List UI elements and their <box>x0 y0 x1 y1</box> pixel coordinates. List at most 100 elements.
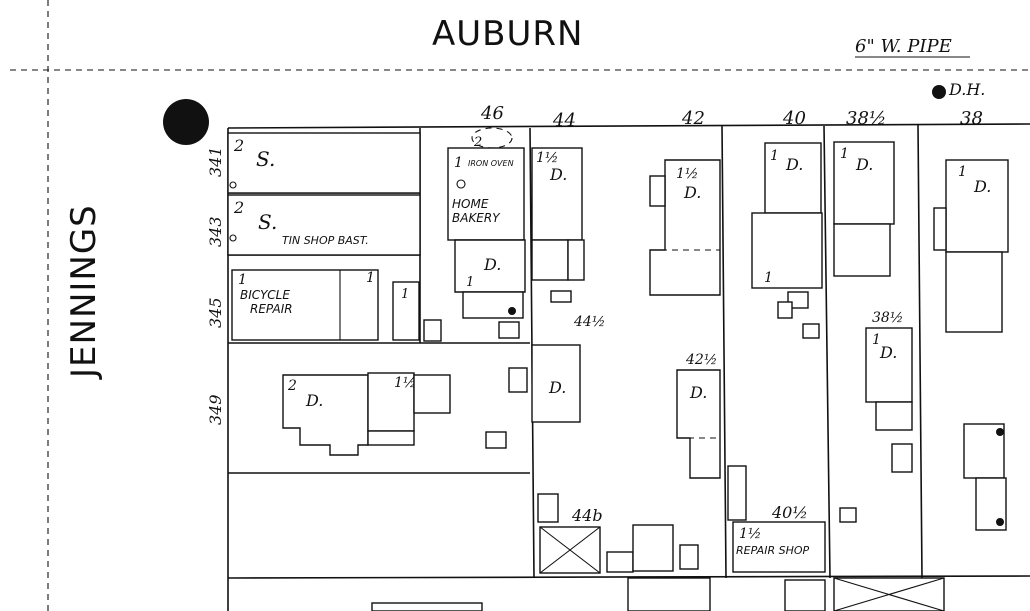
building-label: BAKERY <box>452 211 501 225</box>
hydrant-label: D.H. <box>948 80 985 99</box>
story-count: 1 <box>238 272 247 288</box>
story-count: 1 <box>770 148 779 164</box>
lot-number: 44½ <box>573 314 605 330</box>
building-label: REPAIR <box>250 302 293 316</box>
building-porch <box>367 430 415 446</box>
story-count: 1½ <box>394 375 416 391</box>
window-mark <box>229 234 237 242</box>
street-number: 345 <box>206 297 225 328</box>
story-count: 2 <box>287 378 297 394</box>
window-mark <box>456 179 466 189</box>
story-count: 1½ <box>536 150 558 166</box>
story-count: 1 <box>401 287 409 302</box>
lot-divider <box>721 125 727 579</box>
street-number: 343 <box>206 216 225 247</box>
building-porch <box>649 175 666 207</box>
lot-number: 40½ <box>771 503 808 522</box>
street-label-jennings: JENNINGS <box>64 204 104 380</box>
building-shed <box>485 431 507 449</box>
building-bicycle-repair <box>231 269 379 341</box>
street-label-auburn: AUBURN <box>432 14 583 54</box>
building-code: S. <box>256 147 275 171</box>
block-edge-south <box>227 575 1030 579</box>
building-code: D. <box>973 177 991 196</box>
building-store <box>227 132 421 194</box>
building-label: IRON OVEN <box>468 159 514 168</box>
window-mark <box>996 518 1004 526</box>
building-porch <box>875 401 913 431</box>
building-partial <box>627 577 711 611</box>
lot-number: 38½ <box>872 310 903 326</box>
building-label: BICYCLE <box>240 288 290 302</box>
story-count: 1 <box>872 332 881 348</box>
story-count: 1 <box>454 155 463 171</box>
building-x-mark <box>833 577 945 611</box>
building-dwelling <box>865 327 913 403</box>
building-shed <box>679 544 699 570</box>
building-home-bakery <box>447 147 525 241</box>
building-code: D. <box>689 383 707 402</box>
building-code: S. <box>258 210 277 234</box>
story-count: 1 <box>764 270 773 286</box>
building-code: D. <box>549 165 567 184</box>
lot-number: 40 <box>782 108 806 129</box>
window-mark <box>508 307 516 315</box>
street-number: 349 <box>206 394 225 425</box>
story-count: 2 <box>233 136 244 155</box>
lot-divider <box>917 124 923 579</box>
building-shed <box>537 493 559 523</box>
building-partial <box>371 602 483 611</box>
building-shed <box>423 319 442 342</box>
building-code: D. <box>483 255 501 274</box>
building-dwelling-rear <box>751 212 823 289</box>
building-repair-shop <box>732 521 826 573</box>
building-label: TIN SHOP BAST. <box>282 234 369 247</box>
story-count: 1 <box>466 275 474 290</box>
story-count: 2 <box>473 135 482 150</box>
building-code: D. <box>683 183 701 202</box>
lot-number: 38 <box>960 108 983 129</box>
window-mark <box>996 428 1004 436</box>
building-shed <box>777 301 793 319</box>
building-shed <box>891 443 913 473</box>
window-mark <box>229 181 237 189</box>
lot-number: 46 <box>480 103 504 124</box>
street-number: 341 <box>206 146 225 177</box>
lot-number: 44b <box>571 506 603 525</box>
pipe-label: 6" W. PIPE <box>855 36 952 57</box>
building-dwelling-rear <box>833 223 891 277</box>
building-porch <box>567 239 585 281</box>
building-porch <box>933 207 947 251</box>
building-dwelling <box>833 141 895 225</box>
building-dwelling <box>764 142 822 214</box>
building-label: REPAIR SHOP <box>736 544 809 557</box>
building-shed <box>498 321 520 339</box>
lot-number: 38½ <box>846 108 886 129</box>
building-x-mark <box>539 526 601 574</box>
story-count: 2 <box>233 198 244 217</box>
building-shed <box>839 507 857 523</box>
building-label: HOME <box>452 197 489 211</box>
story-count: 1 <box>958 164 967 180</box>
lot-number: 42 <box>681 108 705 129</box>
corner-marker <box>163 99 209 145</box>
hydrant-symbol <box>932 85 946 99</box>
building-partial <box>784 579 826 611</box>
building-code: D. <box>879 343 897 362</box>
building-shed <box>508 367 528 393</box>
building-porch <box>413 374 451 414</box>
story-count: 1½ <box>739 526 761 542</box>
block-edge-north <box>227 123 1030 129</box>
building-tin-shop <box>227 194 421 256</box>
building-shed <box>727 465 747 521</box>
story-count: 1 <box>840 146 849 162</box>
story-count: 1½ <box>676 166 698 182</box>
building-dwelling <box>945 159 1009 253</box>
lot-number: 44 <box>552 110 576 131</box>
building-shed <box>550 290 572 303</box>
building-dwelling-rear <box>945 251 1003 333</box>
lot-divider <box>823 125 831 579</box>
building-code: D. <box>548 378 566 397</box>
building-shed <box>632 524 674 572</box>
